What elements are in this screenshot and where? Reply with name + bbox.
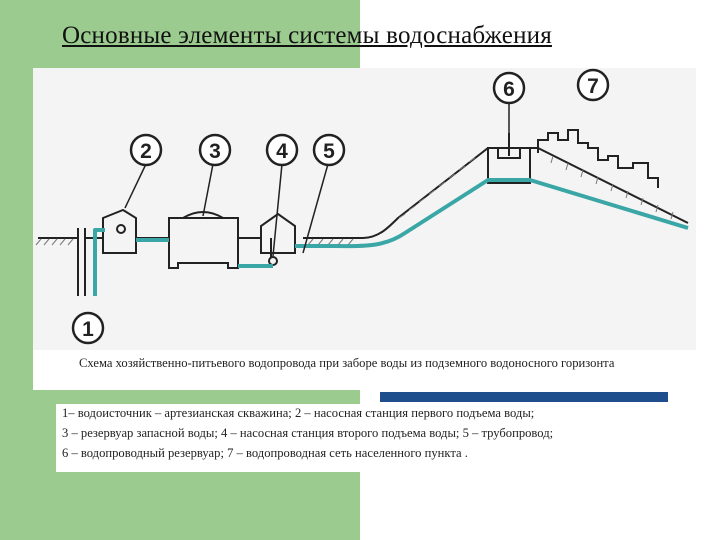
marker-7: 7 [576, 68, 610, 102]
water-pipeline [93, 178, 689, 296]
marker-4-label: 4 [276, 140, 288, 163]
pump-station-1 [102, 208, 137, 254]
town-buildings [537, 129, 659, 188]
ground-hatching [35, 155, 674, 246]
marker-3: 3 [198, 133, 232, 167]
accent-bar [380, 392, 668, 402]
diagram-svg: 1 2 3 4 5 6 7 [35, 68, 689, 345]
legend-box: 1– водоисточник – артезианская скважина;… [56, 404, 696, 472]
diagram-caption: Схема хозяйственно-питьевого водопровода… [79, 356, 615, 370]
marker-2-label: 2 [140, 140, 152, 163]
marker-6: 6 [492, 71, 526, 105]
caption-box: Схема хозяйственно-питьевого водопровода… [33, 350, 696, 390]
marker-7-label: 7 [587, 75, 599, 98]
page-title: Основные элементы системы водоснабжения [62, 22, 552, 49]
marker-4: 4 [265, 133, 299, 167]
marker-1: 1 [71, 311, 105, 345]
marker-1-label: 1 [82, 318, 94, 341]
pump-station-2 [260, 212, 296, 266]
water-tower-reservoir [487, 133, 531, 184]
marker-2: 2 [129, 133, 163, 167]
marker-3-label: 3 [209, 140, 221, 163]
leader-lines [124, 101, 510, 257]
legend-line-3: 6 – водопроводный резервуар; 7 – водопро… [62, 446, 468, 460]
legend-line-1: 1– водоисточник – артезианская скважина;… [62, 406, 535, 420]
marker-6-label: 6 [503, 78, 515, 101]
marker-5-label: 5 [323, 140, 335, 163]
artesian-well [77, 228, 86, 296]
water-supply-diagram: 1 2 3 4 5 6 7 [33, 68, 696, 350]
legend-line-2: 3 – резервуар запасной воды; 4 – насосна… [62, 426, 554, 440]
marker-5: 5 [312, 133, 346, 167]
reserve-reservoir [168, 211, 239, 269]
